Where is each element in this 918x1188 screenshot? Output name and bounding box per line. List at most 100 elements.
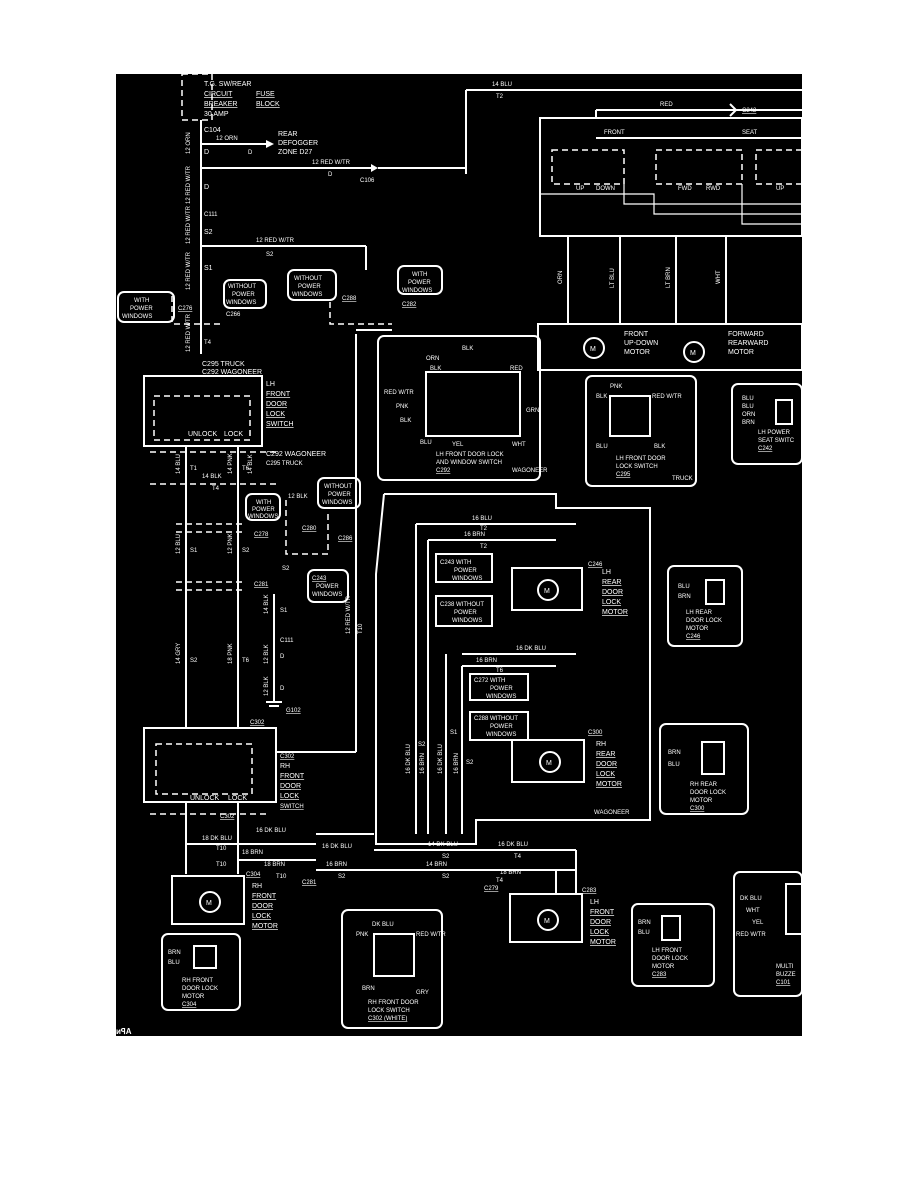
c243-with-pw [307, 569, 349, 603]
lhr-cap-1: LH REAR [686, 610, 713, 616]
rh-rear-label-3: DOOR [596, 761, 617, 768]
rh-front-motor-label-5: MOTOR [252, 923, 278, 930]
rh-switch-label-3: DOOR [280, 783, 301, 790]
c243w-3: WINDOWS [452, 576, 482, 582]
t10-label-1: T10 [216, 846, 227, 852]
wht-label: WHT [716, 270, 722, 284]
wag-pin-pnk: PNK [396, 404, 408, 410]
c292-wagoneer-label: C292 WAGONEER [202, 369, 262, 376]
c106-label: C106 [360, 178, 375, 184]
c106-d-label: D [328, 172, 333, 178]
lh-front-switch-box [143, 375, 263, 447]
lh-unlock-label: UNLOCK [188, 431, 218, 438]
seat-bus-2 [623, 184, 802, 205]
mid-12blk-d2: 12 BLK [264, 676, 270, 696]
truck-pin-blk: BLK [596, 394, 607, 400]
bz-cap-2: BUZZE [776, 972, 796, 978]
lhf-cap-4: C283 [652, 972, 667, 978]
rh-unlock-label: UNLOCK [190, 795, 220, 802]
rh-front-switch-box [143, 727, 277, 803]
rear-16brn2-label: 16 BRN [476, 658, 497, 664]
c238w-1: C238 WITHOUT [440, 602, 484, 608]
rear-s2b-label: S2 [466, 760, 474, 766]
c266-label: C266 [226, 312, 241, 318]
mid-d-label: D [280, 654, 285, 660]
lh-front-feed-2 [555, 869, 576, 894]
rear-s2-label: S2 [418, 742, 426, 748]
breaker-label-4: 30 AMP [204, 111, 229, 118]
vert-red-wtr-3: 12 RED W/TR [186, 251, 192, 290]
c243-label: C243 [312, 576, 327, 582]
breaker-label-1: T.G. SW/REAR [204, 81, 251, 88]
truck-pin-pnk: PNK [610, 384, 622, 390]
defogger-wire-label: 12 ORN [216, 136, 238, 142]
rhs-cap-2: LOCK SWITCH [368, 1008, 410, 1014]
with-pw-3: WINDOWS [122, 314, 152, 320]
rear-16brn-label: 16 BRN [464, 532, 485, 538]
rear-16blu-label: 16 BLU [472, 516, 492, 522]
lhr-cap-4: C246 [686, 634, 701, 640]
t4-bottom-2: T4 [496, 878, 504, 884]
wire-14blu-top: 14 BLU [492, 82, 512, 88]
wag-tag: WAGONEER [512, 468, 548, 474]
ss-caption-1: LH POWER [758, 430, 791, 436]
rh-rear-label-2: REAR [596, 751, 615, 758]
with-pw-2: POWER [130, 306, 153, 312]
lhr-cap-2: DOOR LOCK [686, 618, 722, 624]
truck-pin-blk2: BLK [654, 444, 665, 450]
c106-arrow [371, 164, 378, 172]
c276-label: C276 [178, 306, 193, 312]
fwd-rwd-switch[interactable] [655, 149, 743, 185]
lh-t1-label: T1 [190, 466, 198, 472]
lh-rear-motor-symbol [537, 579, 559, 601]
mid-without-2: POWER [328, 492, 351, 498]
fuse-label-2: BLOCK [256, 101, 280, 108]
c288w-3: WINDOWS [486, 732, 516, 738]
lh-rear-label-4: LOCK [602, 599, 621, 606]
lh-rear-plug [705, 579, 725, 605]
mid-s1-label: S1 [190, 548, 198, 554]
with-pw-mid-2: POWER [408, 280, 431, 286]
rh-front-motor-box [171, 875, 245, 925]
mid-d-label-2: D [280, 686, 285, 692]
wag-pin-red: RED [510, 366, 523, 372]
c288w-2: POWER [490, 724, 513, 730]
wagoneer-rear-frame [375, 493, 651, 845]
rh-switch-label-5: SWITCH [280, 804, 304, 810]
rh-front-motor-label-3: DOOR [252, 903, 273, 910]
wagoneer-lh-switch-frame [377, 335, 541, 481]
w18dkblu-label: 18 DK BLU [202, 836, 232, 842]
c272w-2: POWER [490, 686, 513, 692]
c243w-2: POWER [454, 568, 477, 574]
mid-t10-label: T10 [358, 623, 364, 634]
wag-pin-wht: WHT [512, 442, 526, 448]
front-motor-label-2: UP-DOWN [624, 340, 658, 347]
up-down-switch[interactable] [551, 149, 625, 185]
mid-with-2: POWER [252, 507, 275, 513]
circuit-breaker-block: T.G. SW/REAR CIRCUIT BREAKER 30 AMP FUSE… [181, 73, 280, 121]
lh-rear-label-2: REAR [602, 579, 621, 586]
ss-caption-2: SEAT SWITC [758, 438, 795, 444]
buzzer-plug [785, 883, 803, 935]
truck-switch-frame [585, 375, 697, 487]
lh-14pnk-label: 14 PNK [228, 453, 234, 474]
without-pw-box-mid [287, 269, 337, 301]
lh-t6-label: T6 [242, 466, 250, 472]
lh-front-motor-label-3: DOOR [590, 919, 611, 926]
rh-switch-contacts[interactable] [155, 743, 253, 795]
lh-14blk-horiz: 14 BLK [202, 474, 222, 480]
t10-label-2: T10 [216, 862, 227, 868]
bottom-s2: S2 [338, 874, 346, 880]
rh-rear-label-1: RH [596, 741, 606, 748]
bz-cap-3: C101 [776, 980, 791, 986]
mid-18pnk-label: 18 PNK [228, 643, 234, 664]
fwd-label: FWD [678, 186, 692, 192]
front-motor-label-3: MOTOR [624, 349, 650, 356]
rear-t2-label: T2 [480, 526, 488, 532]
rh-switch-label-1: RH [280, 763, 290, 770]
rh-switch-conn-frame [341, 909, 443, 1029]
lh-front-plug [661, 915, 681, 941]
truck-pin-redwtr: RED W/TR [652, 394, 682, 400]
lh-14blu-label: 14 BLU [176, 454, 182, 474]
front-label: FRONT [604, 130, 625, 136]
